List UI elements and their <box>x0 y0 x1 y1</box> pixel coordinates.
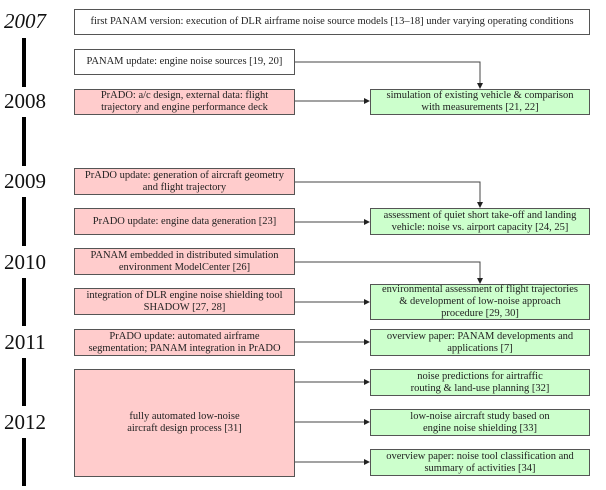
box-panam-update-engine-noise: PANAM update: engine noise sources [19, … <box>74 49 295 75</box>
timeline-segment <box>22 197 26 246</box>
box-prado-update-engine-data: PrADO update: engine data generation [23… <box>74 208 295 235</box>
box-low-noise-aircraft-study: low-noise aircraft study based on engine… <box>370 409 590 436</box>
connector-arrow <box>295 61 483 89</box>
box-integration-shadow: integration of DLR engine noise shieldin… <box>74 288 295 315</box>
box-fully-automated-design: fully automated low-noise aircraft desig… <box>74 369 295 477</box>
box-environmental-assessment: environmental assessment of flight traje… <box>370 284 590 320</box>
year-label-2010: 2010 <box>4 250 46 274</box>
year-label-2009: 2009 <box>4 169 46 193</box>
timeline-segment <box>22 278 26 326</box>
box-prado-update-segmentation: PrADO update: automated airframe segment… <box>74 329 295 356</box>
connector-arrow <box>295 181 483 208</box>
timeline-segment <box>22 438 26 486</box>
box-noise-predictions-airtraffic: noise predictions for airtraffic routing… <box>370 369 590 396</box>
year-label-2011: 2011 <box>4 330 46 354</box>
year-label-2008: 2008 <box>4 89 46 113</box>
box-simulation-existing-vehicle: simulation of existing vehicle & compari… <box>370 89 590 115</box>
connector-arrow <box>295 261 483 284</box>
timeline-segment <box>22 38 26 87</box>
box-prado-update-geometry: PrADO update: generation of aircraft geo… <box>74 168 295 195</box>
box-overview-noise-tool: overview paper: noise tool classificatio… <box>370 449 590 476</box>
box-panam-modelcenter: PANAM embedded in distributed simulation… <box>74 248 295 275</box>
box-overview-panam: overview paper: PANAM developments and a… <box>370 329 590 356</box>
box-prado-ac-design: PrADO: a/c design, external data: flight… <box>74 89 295 115</box>
year-label-2012: 2012 <box>4 410 46 434</box>
timeline-segment <box>22 358 26 406</box>
year-label-2007: 2007 <box>4 9 46 33</box>
box-first-panam-version: first PANAM version: execution of DLR ai… <box>74 9 590 35</box>
box-assessment-stol: assessment of quiet short take-off and l… <box>370 208 590 235</box>
timeline-segment <box>22 117 26 166</box>
